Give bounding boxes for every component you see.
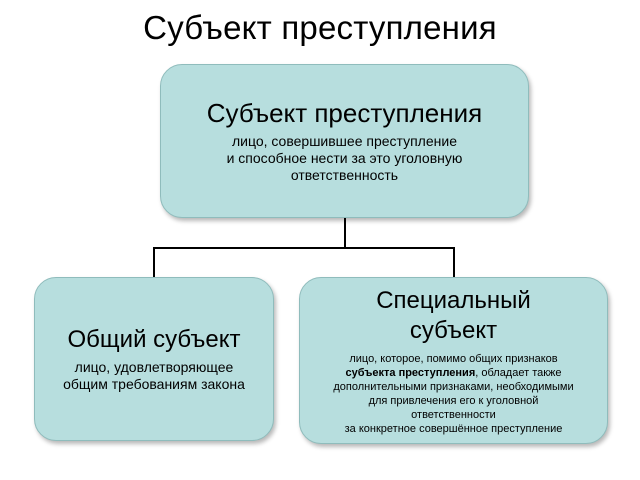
special-subject-desc-line3: дополнительными признаками, необходимыми <box>333 380 574 393</box>
special-subject-desc-line1: лицо, которое, помимо общих признаков <box>349 352 558 365</box>
special-subject-desc-line2: субъекта преступления, обладает также <box>333 366 573 380</box>
general-subject-title: Общий субъект <box>67 326 241 353</box>
crime-subject-title: Субъект преступления <box>206 98 483 128</box>
crime-subject-definition: лицо, совершившее преступление и способн… <box>226 133 463 183</box>
special-subject-desc-line6: за конкретное совершённое преступление <box>344 422 563 435</box>
general-subject-definition: лицо, удовлетворяющее общим требованиям … <box>63 359 245 392</box>
special-subject-desc-bold: субъекта преступления <box>345 366 476 379</box>
special-subject-title-line1: Специальный <box>376 286 531 314</box>
special-subject-title: Специальный субъект <box>376 286 531 346</box>
page-title: Субъект преступления <box>143 9 497 46</box>
special-subject-title-line2: субъект <box>409 316 498 344</box>
special-subject-desc-line5: ответственности <box>411 408 496 421</box>
special-subject-definition: лицо, которое, помимо общих признаков су… <box>333 352 573 436</box>
special-subject-desc-line4: для привлечения его к уголовной <box>368 394 539 407</box>
general-subject-node: Общий субъект лицо, удовлетворяющее общи… <box>34 277 274 441</box>
crime-subject-node: Субъект преступления лицо, совершившее п… <box>160 64 529 218</box>
special-subject-node: Специальный субъект лицо, которое, помим… <box>299 277 608 444</box>
special-subject-desc-line2-rest: , обладает также <box>475 366 562 379</box>
